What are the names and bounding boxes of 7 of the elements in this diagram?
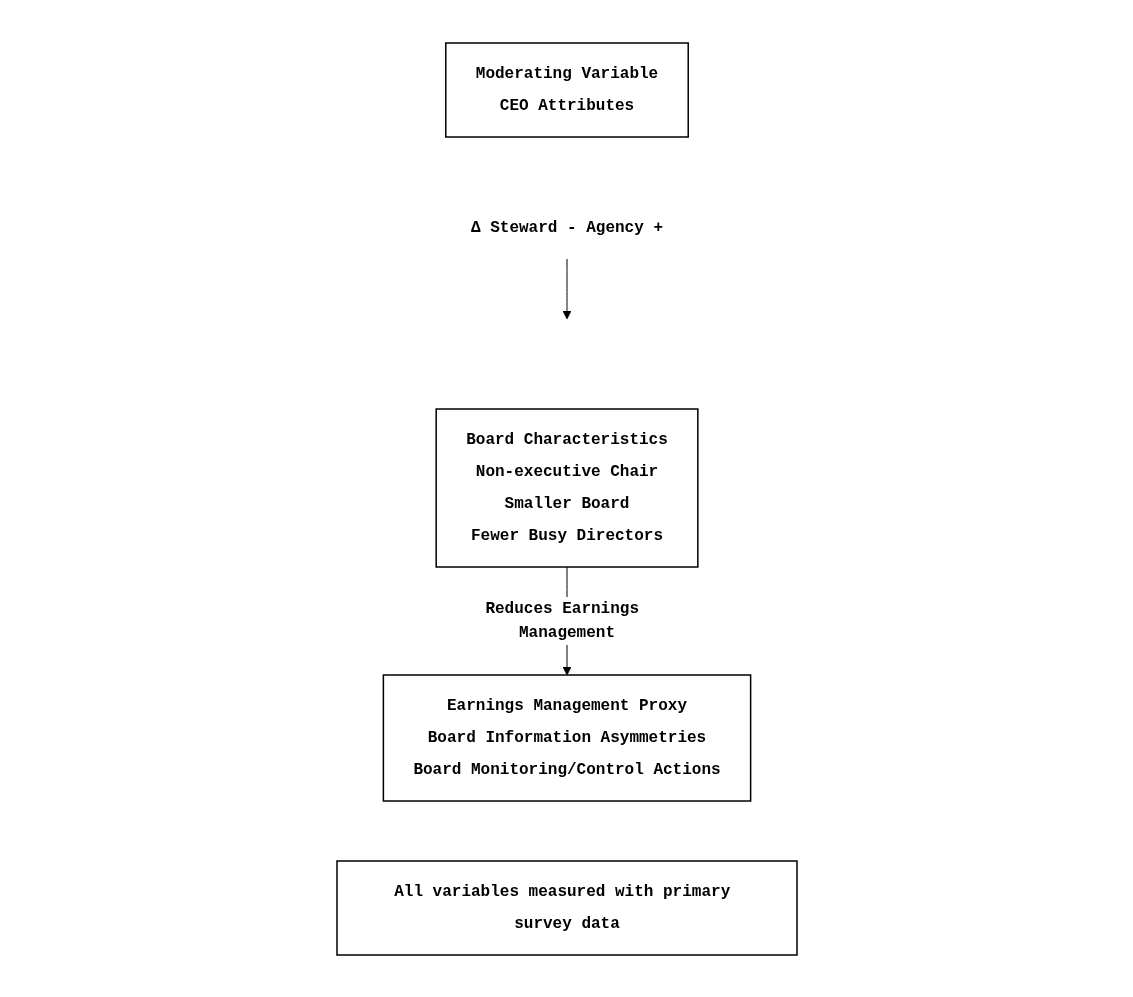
node-box: Board Characteristics Non-executive Chair Smaller Board Fewer Busy Directors <box>434 407 699 568</box>
edge-label: Reduces Earnings Management <box>484 599 639 642</box>
node-box: All variables measured with primary survey data <box>335 859 798 956</box>
node-box: Earnings Management Proxy Board Information Asymmetries Board Monitoring/Control Actions <box>382 673 751 802</box>
node-box: Moderating Variable CEO Attributes <box>444 41 689 138</box>
node-text: Δ Steward - Agency + <box>470 218 663 237</box>
arrow <box>562 258 571 319</box>
